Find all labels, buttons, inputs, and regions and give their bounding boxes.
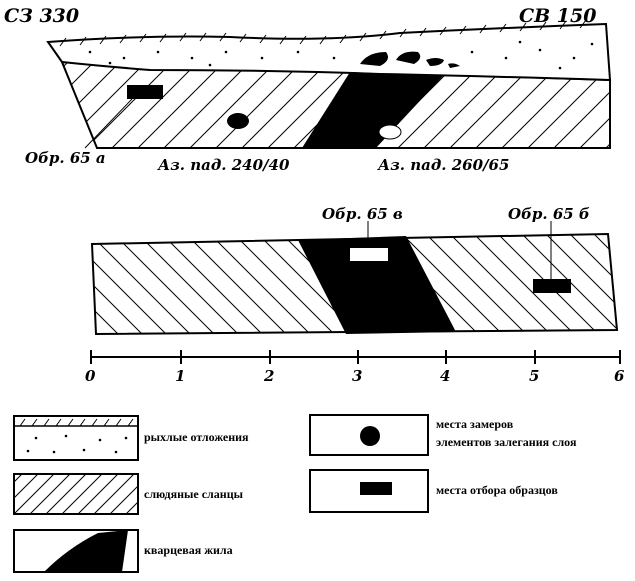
scale-tick-label: 4 — [440, 367, 450, 385]
dip-measure-point-right — [378, 124, 402, 140]
sample-65a-label: Обр. 65 а — [25, 149, 106, 167]
legend-mica-schists-label: слюдяные сланцы — [144, 487, 244, 501]
legend-measurement-label-1: места замеров — [436, 417, 514, 431]
scale-tick-label: 2 — [263, 367, 274, 385]
legend-measurement-label-2: элементов залегания слоя — [436, 435, 577, 449]
direction-left-label: СЗ 330 — [4, 5, 79, 27]
dip-measure-point-left — [227, 113, 249, 129]
deposits-dots — [88, 40, 594, 70]
sample-65b-label: Обр. 65 б — [508, 205, 590, 223]
legend-sampling-label: места отбора образцов — [436, 483, 558, 497]
deposits-top-ticks — [59, 19, 587, 47]
scale-tick-label: 5 — [529, 367, 539, 385]
plan-view: Обр. 65 в Обр. 65 б — [90, 205, 619, 336]
scale-bar — [90, 350, 621, 364]
sample-65v-label: Обр. 65 в — [322, 205, 403, 223]
quartz-vein-section — [302, 72, 443, 148]
scale-tick-label: 0 — [85, 367, 96, 385]
legend-mica-schists: слюдяные сланцы — [13, 473, 244, 515]
direction-right-label: СВ 150 — [519, 5, 596, 27]
dip-left-label: Аз. пад. 240/40 — [157, 156, 290, 174]
legend-sampling-places: места отбора образцов — [309, 469, 558, 513]
sample-65a-leader — [84, 98, 133, 149]
sample-65b-marker — [533, 279, 571, 293]
sample-65a-marker — [127, 85, 163, 99]
scale-tick-labels: 0 1 2 3 4 5 6 — [85, 367, 625, 385]
scale-tick-label: 6 — [614, 367, 625, 385]
legend-measurement-points: места замеров элементов залегания слоя — [309, 414, 577, 456]
legend-quartz-vein: кварцевая жила — [13, 529, 233, 573]
legend-quartz-vein-label: кварцевая жила — [144, 543, 233, 557]
sample-65v-marker — [350, 248, 388, 261]
scale-tick-label: 1 — [175, 367, 185, 385]
legend-loose-deposits-label: рыхлые отложения — [144, 430, 249, 444]
vein-fragments-in-soil — [360, 51, 460, 68]
scale-tick-label: 3 — [352, 367, 362, 385]
dip-right-label: Аз. пад. 260/65 — [377, 156, 509, 174]
legend: рыхлые отложения слюдяные сланцы кварцев… — [13, 414, 577, 573]
quartz-vein-plan — [298, 236, 456, 334]
legend-loose-deposits: рыхлые отложения — [13, 415, 249, 461]
cross-section: СЗ 330 СВ 150 — [4, 5, 612, 174]
loose-deposits-layer — [46, 22, 612, 82]
